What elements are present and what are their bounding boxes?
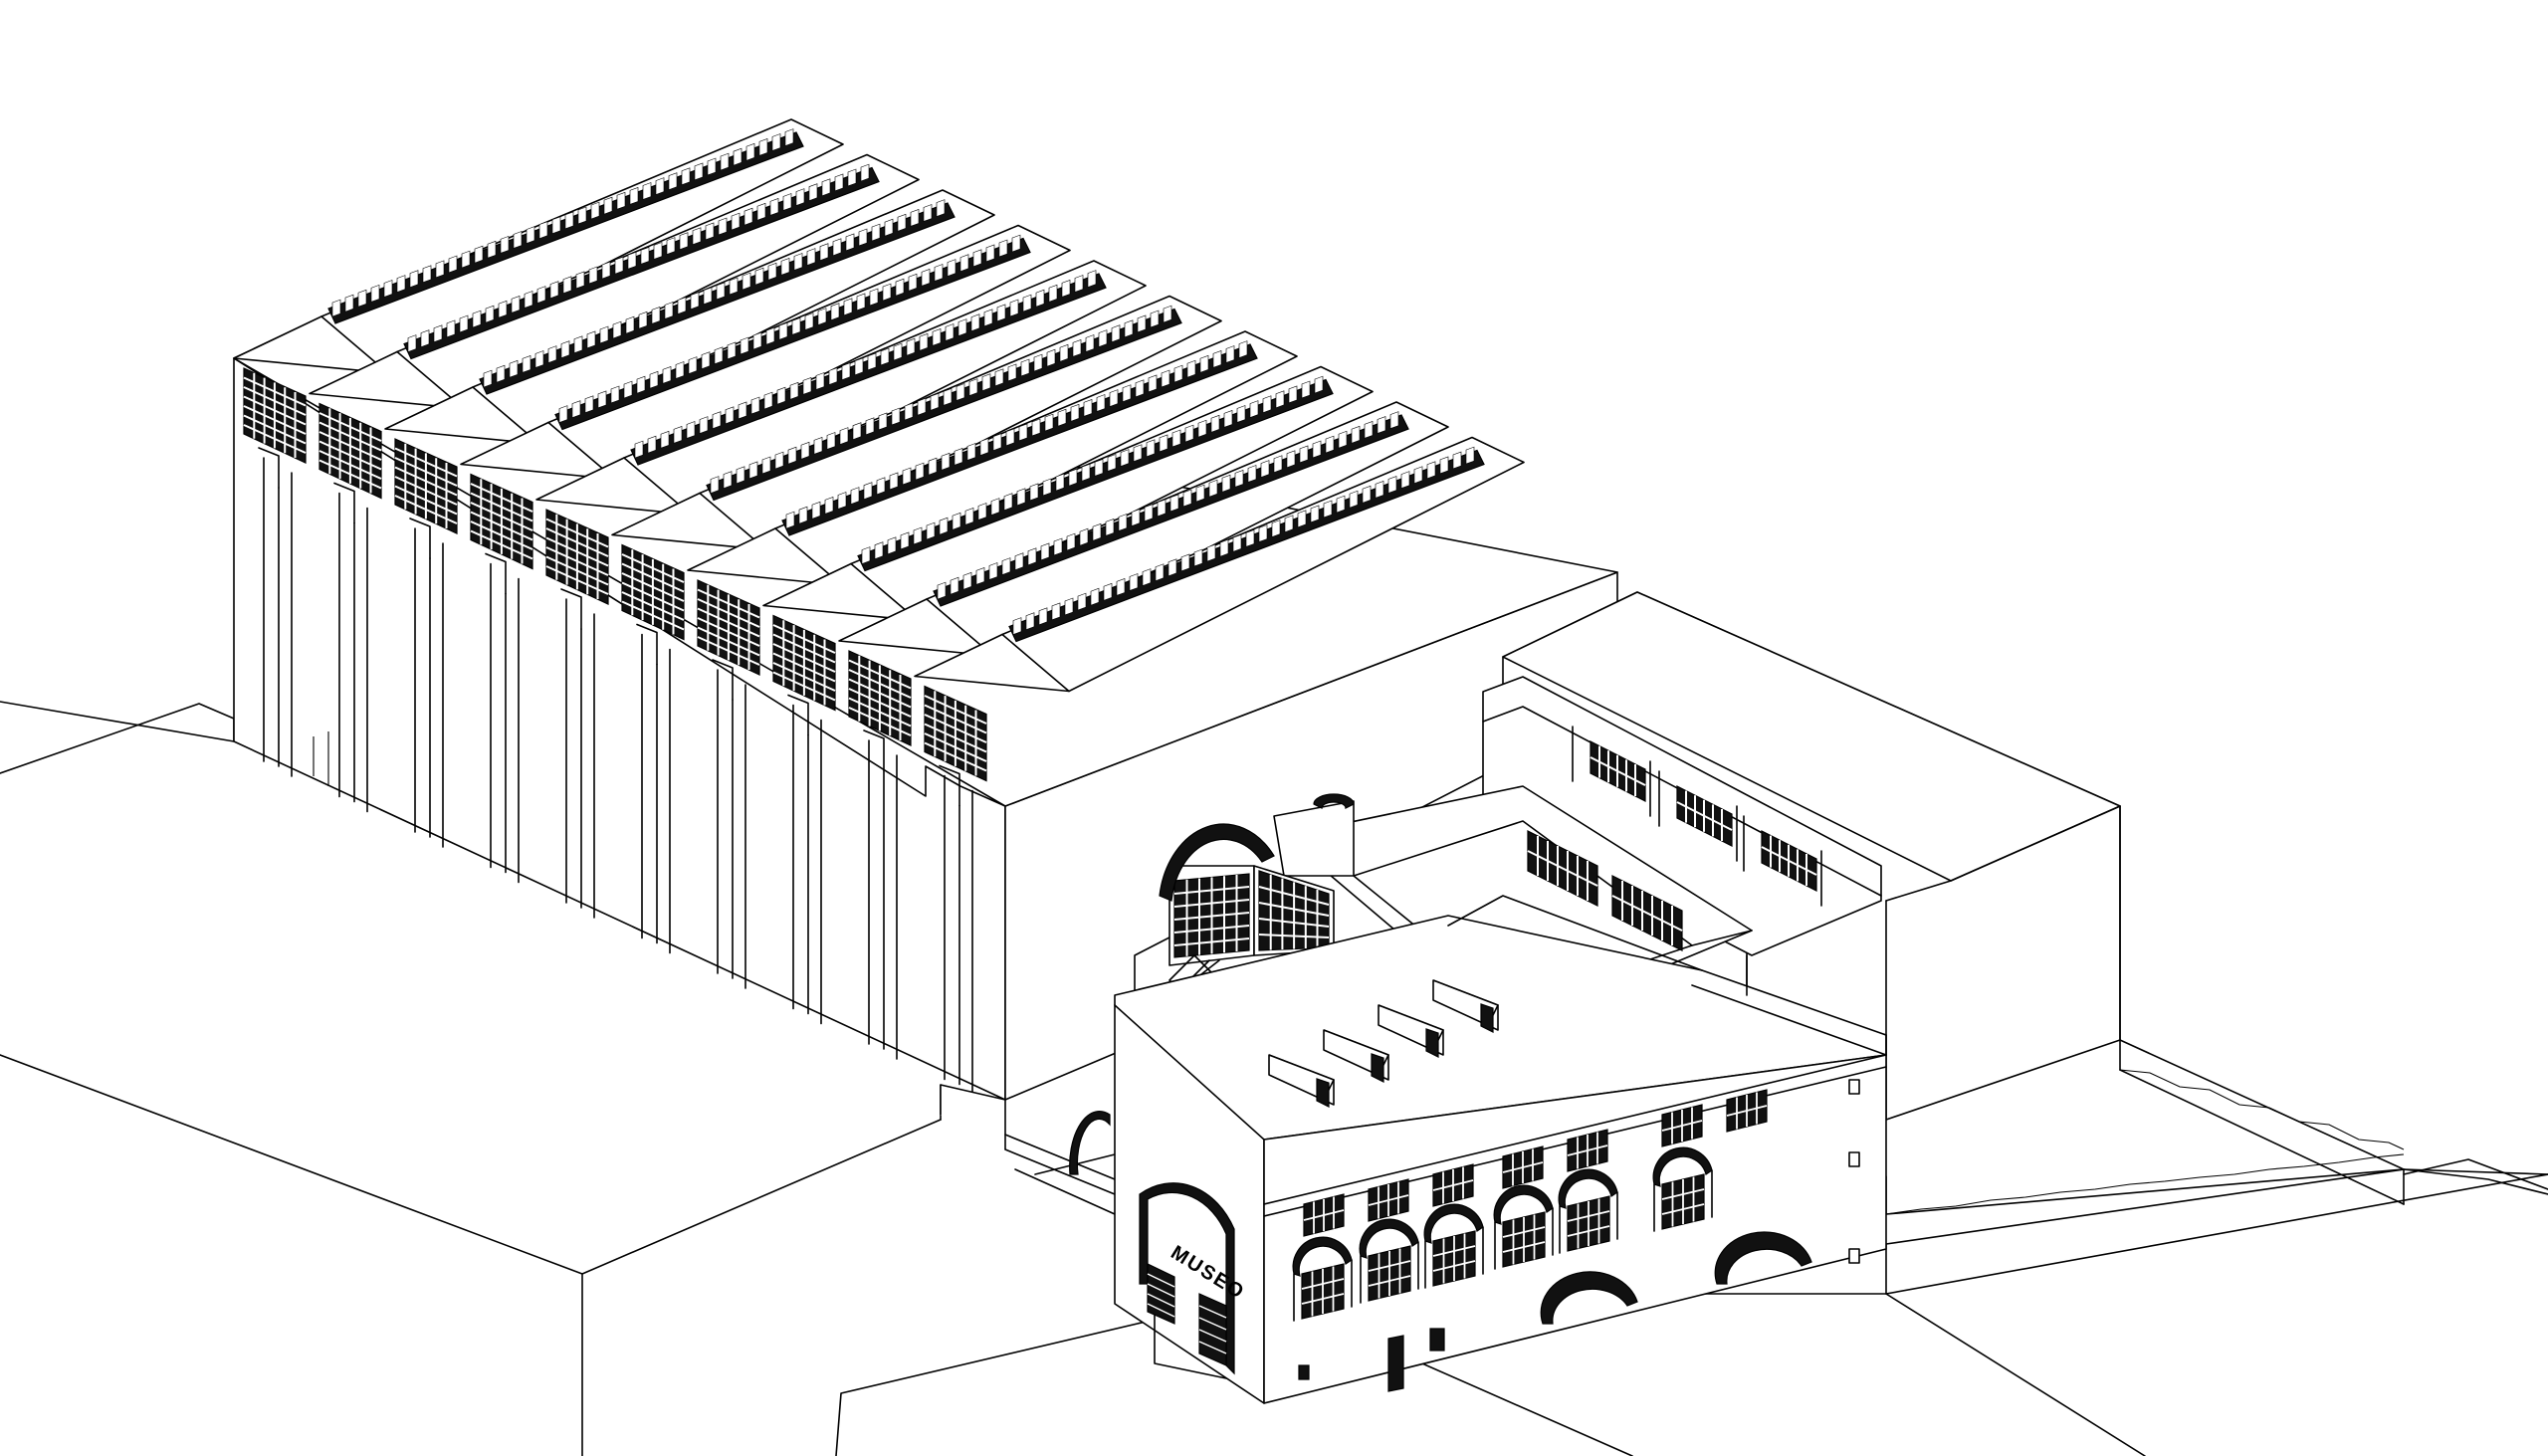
facade-bay xyxy=(848,650,912,1060)
roof-bay xyxy=(687,330,1298,586)
dormer xyxy=(1268,1054,1335,1108)
facade-bay xyxy=(697,579,760,989)
window xyxy=(1567,1129,1608,1172)
facade-bay xyxy=(470,473,533,884)
arched-window xyxy=(1652,1146,1713,1232)
window xyxy=(1432,1163,1474,1207)
sawtooth-hall xyxy=(233,118,1618,1101)
window xyxy=(1661,1104,1703,1147)
window xyxy=(1303,1193,1345,1237)
arched-window xyxy=(1493,1184,1554,1270)
facade-bay xyxy=(924,685,987,1096)
window xyxy=(1527,830,1598,907)
window xyxy=(1726,1089,1768,1133)
window xyxy=(1611,875,1683,951)
skylight xyxy=(1008,446,1485,643)
roof-bay xyxy=(611,295,1222,551)
facade-bay xyxy=(621,543,685,954)
skylight xyxy=(933,411,1409,607)
terrain xyxy=(0,701,2548,1456)
roof-bay xyxy=(460,224,1071,481)
facade-bay xyxy=(318,402,382,813)
facade-bay xyxy=(394,438,458,848)
entry-door xyxy=(1147,1263,1227,1366)
skylight xyxy=(781,340,1258,536)
roof-bay xyxy=(535,260,1147,516)
glazed-wall xyxy=(1258,870,1330,951)
skylight xyxy=(479,199,956,395)
facade-bay xyxy=(772,614,836,1025)
dormer xyxy=(1432,979,1499,1033)
skylight xyxy=(403,163,880,360)
window xyxy=(1368,1178,1409,1222)
skylight xyxy=(706,305,1182,502)
arched-window xyxy=(1423,1203,1484,1289)
arched-window xyxy=(1292,1236,1353,1322)
roof-bay xyxy=(914,436,1525,693)
museum-building: MUSEO xyxy=(1114,895,1887,1404)
window xyxy=(1658,770,1738,862)
window xyxy=(1502,1145,1544,1189)
roof-bay xyxy=(309,153,920,410)
window xyxy=(1572,726,1651,817)
facade-bay xyxy=(545,509,609,919)
glazed-wall xyxy=(1173,873,1250,958)
dormer xyxy=(1323,1029,1389,1083)
window xyxy=(1743,815,1822,907)
skylight xyxy=(554,234,1031,431)
arched-window xyxy=(1359,1218,1419,1304)
facade-bay xyxy=(243,367,307,777)
roof-bay xyxy=(233,118,844,374)
roof-bay xyxy=(762,365,1374,622)
arched-window xyxy=(1558,1168,1618,1254)
skylight xyxy=(630,270,1107,466)
skylight xyxy=(857,375,1334,572)
dormer xyxy=(1378,1004,1444,1058)
skylight xyxy=(327,128,804,324)
